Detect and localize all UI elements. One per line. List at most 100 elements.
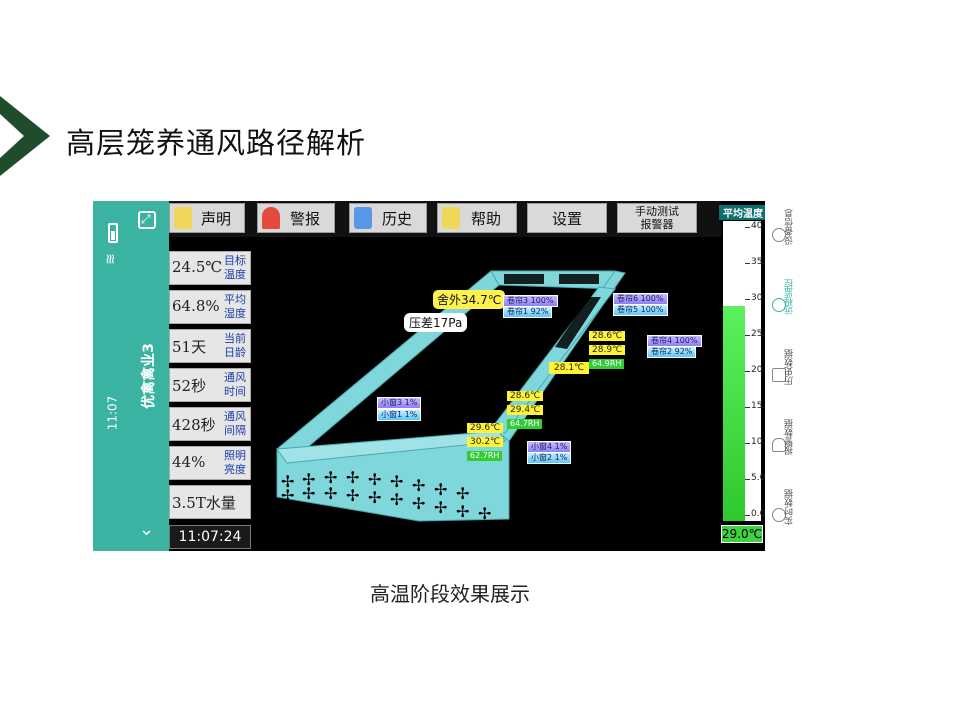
svg-text:✢: ✢: [456, 502, 469, 521]
clock-icon: [772, 508, 786, 522]
expand-icon[interactable]: [138, 211, 156, 229]
cloud-icon: [772, 298, 786, 312]
svg-text:✢: ✢: [456, 484, 469, 503]
sensor-back-t2: 28.9℃: [589, 345, 626, 355]
toolbar: 声明 警报 历史 帮助 设置 手动测试 报警器: [169, 201, 763, 237]
curtain-opening-3: [504, 274, 544, 284]
curtain-1-tag: 卷帘1 92%: [503, 306, 553, 318]
svg-text:✢: ✢: [346, 486, 359, 505]
clipboard-icon: [354, 207, 372, 229]
age-value: 51天: [172, 338, 207, 356]
small-window-2-tag: 小窗2 1%: [527, 452, 572, 464]
settings-button[interactable]: 设置: [527, 203, 607, 233]
app-area: 声明 警报 历史 帮助 设置 手动测试 报警器 24: [169, 201, 763, 551]
avg-humidity-value: 64.8%: [172, 297, 220, 315]
sensor-back-humidity: 64.9RH: [589, 359, 625, 369]
sensor-mid-humidity: 64.7RH: [507, 419, 543, 429]
small-window-1-tag: 小窗1 1%: [377, 409, 422, 421]
nav-alarm-data[interactable]: 报警数据: [765, 411, 811, 481]
svg-text:✢: ✢: [346, 468, 359, 487]
statement-button[interactable]: 声明: [169, 203, 245, 233]
light-panel: 44% 照明亮度: [169, 446, 251, 480]
vent-time-label: 通风时间: [224, 371, 246, 398]
sensor-front-t2: 30.2℃: [467, 437, 504, 447]
slide-title: 高层笼养通风路径解析: [66, 126, 367, 160]
sensor-front-t1: 29.6℃: [467, 423, 504, 433]
curtain-opening-6: [559, 274, 599, 284]
water-value: 3.5T水量: [172, 494, 236, 512]
nav-device-info[interactable]: 设备信息: [765, 201, 811, 271]
svg-text:✢: ✢: [412, 494, 425, 513]
outside-temp-label: 舍外34.7℃: [433, 290, 506, 309]
sensor-back-t1: 28.6℃: [589, 331, 626, 341]
svg-text:✢: ✢: [390, 490, 403, 509]
title-arrow-notch: [0, 114, 24, 158]
age-panel: 51天 当前日龄: [169, 329, 251, 363]
phone-screenshot: ≋ 11:07 优禽禽业3 ⌄ 声明 警报 历史 帮助 设置: [93, 201, 811, 551]
pressure-label: 压差17Pa: [404, 313, 468, 332]
vent-time-value: 52秒: [172, 377, 207, 395]
gauge-value: 29.0℃: [721, 525, 763, 543]
svg-text:✢: ✢: [281, 486, 294, 505]
side-nav: 设备信息 远程监控 历史数据 报警数据 实时数据: [765, 201, 811, 551]
slide-caption: 高温阶段效果展示: [370, 582, 530, 606]
svg-text:✢: ✢: [390, 472, 403, 491]
chevron-down-icon[interactable]: ⌄: [139, 519, 155, 540]
vent-interval-label: 通风间隔: [224, 410, 246, 437]
vent-interval-value: 428秒: [172, 416, 216, 434]
svg-text:✢: ✢: [434, 498, 447, 517]
sensor-mid-single: 28.1℃: [549, 362, 590, 374]
help-button[interactable]: 帮助: [437, 203, 517, 233]
clock: 11:07:24: [169, 525, 251, 549]
status-time: 11:07: [105, 395, 120, 431]
chart-icon: [772, 368, 786, 382]
svg-text:✢: ✢: [281, 472, 294, 491]
sensor-mid-t1: 28.6℃: [507, 391, 544, 401]
avg-humidity-panel: 64.8% 平均湿度: [169, 290, 251, 324]
alarm-icon: [262, 207, 280, 229]
svg-text:✢: ✢: [368, 488, 381, 507]
nav-realtime-data[interactable]: 实时数据: [765, 481, 811, 551]
water-panel: 3.5T水量: [169, 485, 251, 519]
nav-remote-monitor[interactable]: 远程监控: [765, 271, 811, 341]
curtain-opening-4: [555, 297, 601, 349]
age-label: 当前日龄: [224, 332, 246, 359]
nav-history-data[interactable]: 历史数据: [765, 341, 811, 411]
target-temp-panel: 24.5℃ 目标温度: [169, 251, 251, 285]
svg-text:✢: ✢: [302, 470, 315, 489]
gauge-fill: [723, 306, 745, 521]
svg-text:✢: ✢: [478, 504, 491, 523]
gauge-title: 平均温度: [719, 205, 767, 220]
svg-text:✢: ✢: [302, 484, 315, 503]
status-strip: ≋ 11:07 优禽禽业3 ⌄: [93, 201, 169, 551]
device-name: 优禽禽业3: [140, 343, 157, 409]
curtain-2-tag: 卷帘2 92%: [647, 346, 697, 358]
exhaust-fans: ✢✢✢✢ ✢✢✢✢✢ ✢✢✢✢ ✢✢✢✢✢ ✢: [281, 468, 491, 523]
svg-text:✢: ✢: [324, 484, 337, 503]
wifi-icon: ≋: [102, 253, 119, 265]
house-diagram: ✢✢✢✢ ✢✢✢✢✢ ✢✢✢✢ ✢✢✢✢✢ ✢: [276, 270, 626, 523]
curtain-5-tag: 卷帘5 100%: [613, 304, 668, 316]
gear-icon: [772, 228, 786, 242]
bell-icon: [772, 438, 786, 452]
alarm-button[interactable]: 警报: [257, 203, 335, 233]
battery-icon: [108, 223, 118, 243]
svg-text:✢: ✢: [412, 476, 425, 495]
target-temp-value: 24.5℃: [172, 258, 223, 276]
vent-interval-panel: 428秒 通风间隔: [169, 407, 251, 441]
book-icon: [442, 207, 460, 229]
light-label: 照明亮度: [224, 449, 246, 476]
target-temp-label: 目标温度: [224, 254, 246, 281]
svg-text:✢: ✢: [434, 480, 447, 499]
svg-text:✢: ✢: [368, 470, 381, 489]
sensor-mid-t2: 29.4℃: [507, 405, 544, 415]
front-fan-wall-top: [276, 430, 506, 464]
small-window-3-tag: 小窗3 1%: [377, 397, 422, 409]
vent-time-panel: 52秒 通风时间: [169, 368, 251, 402]
history-button[interactable]: 历史: [349, 203, 427, 233]
document-icon: [174, 207, 192, 229]
sensor-front-humidity: 62.7RH: [467, 451, 503, 461]
manual-test-alarm-button[interactable]: 手动测试 报警器: [617, 203, 697, 233]
